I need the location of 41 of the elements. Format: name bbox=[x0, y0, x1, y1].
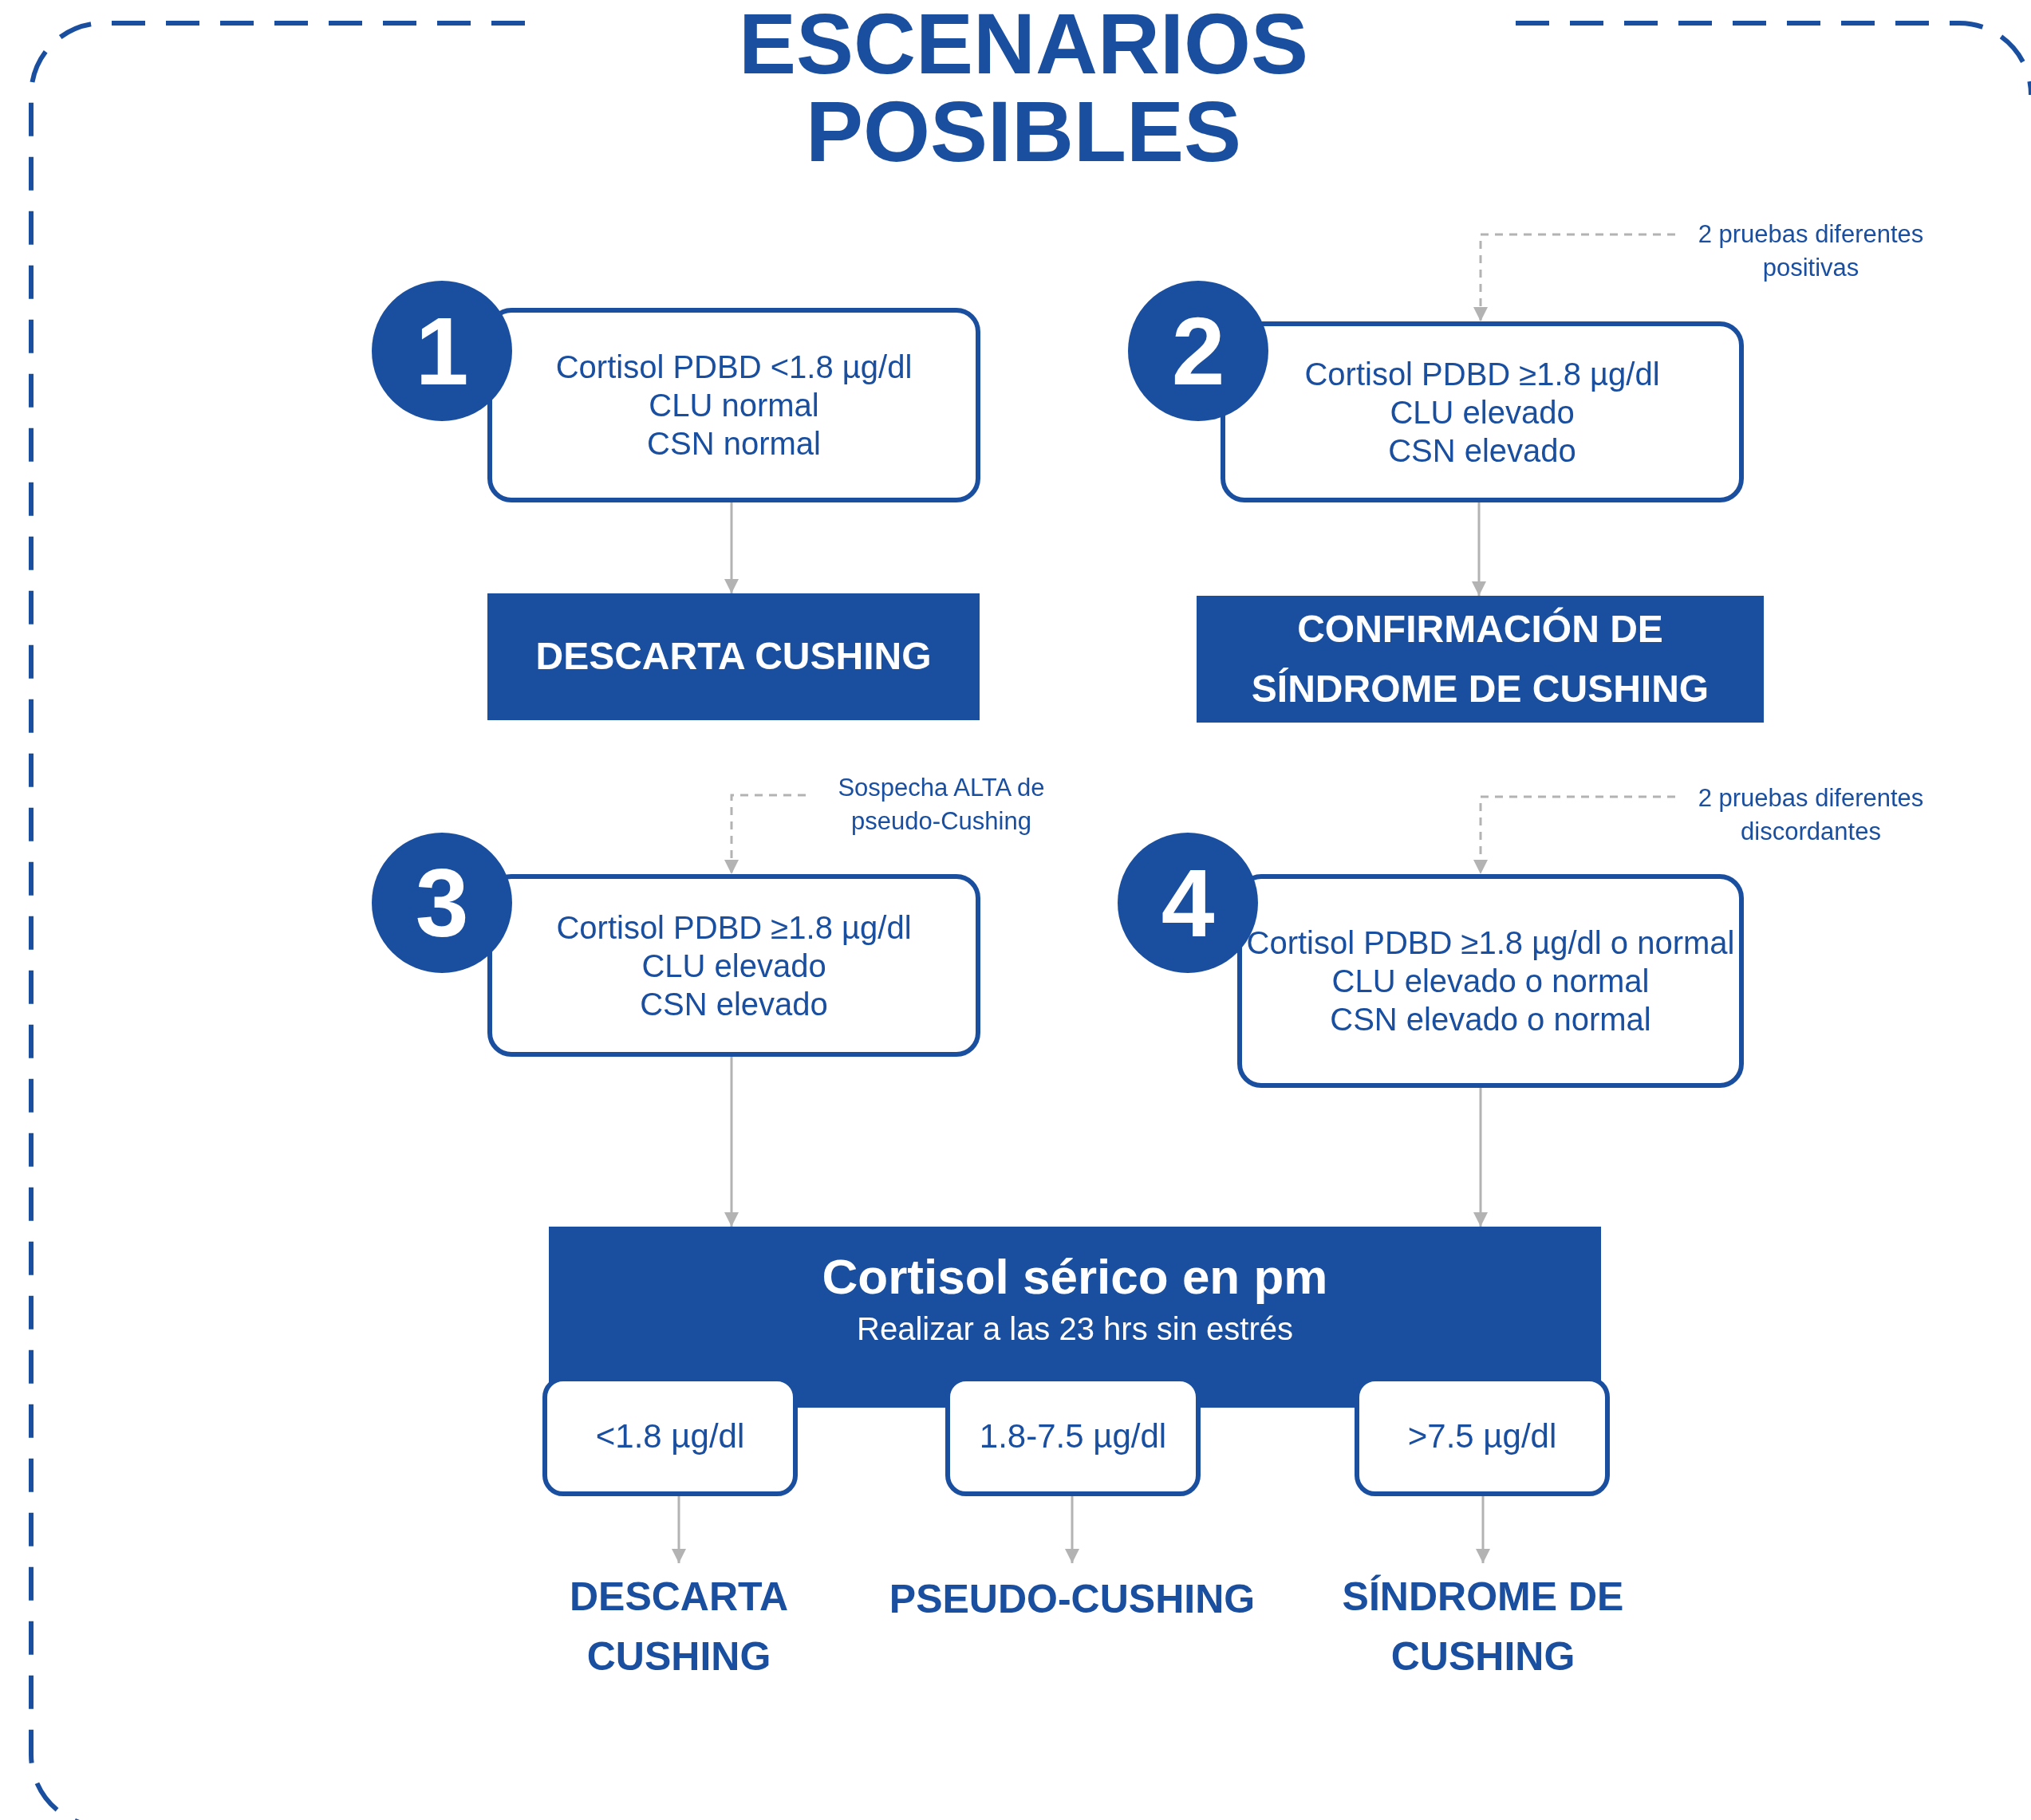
arrow bbox=[672, 1496, 686, 1563]
box-text: Cortisol PDBD ≥1.8 µg/dl bbox=[556, 908, 912, 947]
arrow bbox=[1472, 502, 1486, 596]
step-number: 2 bbox=[1171, 297, 1225, 406]
box-text: CLU normal bbox=[649, 387, 819, 424]
dashed-arrow bbox=[1473, 795, 1675, 874]
process-box bbox=[487, 874, 980, 1057]
dashed-arrow bbox=[724, 794, 806, 874]
note-text: 2 pruebas diferentes positivas bbox=[1675, 214, 1946, 289]
arrow bbox=[724, 1057, 739, 1227]
step-number: 3 bbox=[415, 849, 469, 958]
process-box bbox=[487, 308, 980, 502]
title: ESCENARIOS POSIBLES bbox=[737, 0, 1310, 176]
box-text: CLU elevado bbox=[641, 947, 826, 985]
box-text: Cortisol PDBD ≥1.8 µg/dl o normal bbox=[1246, 924, 1735, 962]
step-number: 1 bbox=[415, 297, 469, 406]
note-text: 2 pruebas diferentes discordantes bbox=[1675, 778, 1946, 853]
box-text: CSN elevado bbox=[1388, 431, 1576, 470]
box-text: CSN normal bbox=[647, 425, 821, 463]
result-text: DESCARTA CUSHING bbox=[559, 1563, 799, 1691]
box-text: Cortisol PDBD ≥1.8 µg/dl bbox=[1304, 355, 1660, 393]
result-text: PSEUDO-CUSHING bbox=[865, 1563, 1280, 1635]
arrow bbox=[1473, 1088, 1488, 1227]
step-number: 4 bbox=[1161, 849, 1215, 958]
box-text: CSN elevado o normal bbox=[1330, 1001, 1651, 1038]
box-text: CLU elevado bbox=[1390, 393, 1575, 431]
arrow bbox=[724, 502, 739, 593]
box-text: Cortisol PDBD <1.8 µg/dl bbox=[555, 349, 913, 386]
result-banner: DESCARTA CUSHING bbox=[487, 593, 980, 720]
banner-text: Realizar a las 23 hrs sin estrés bbox=[857, 1310, 1293, 1349]
process-box bbox=[1237, 874, 1744, 1088]
arrow bbox=[1065, 1496, 1079, 1563]
banner-text: Cortisol sérico en pm bbox=[822, 1248, 1328, 1306]
dashed-arrow bbox=[1473, 233, 1675, 321]
arrow bbox=[1476, 1496, 1490, 1563]
result-banner: CONFIRMACIÓN DE SÍNDROME DE CUSHING bbox=[1197, 596, 1764, 723]
box-text: CSN elevado bbox=[640, 985, 828, 1023]
result-text: SÍNDROME DE CUSHING bbox=[1319, 1563, 1646, 1691]
note-text: Sospecha ALTA de pseudo-Cushing bbox=[806, 767, 1077, 842]
box-text: CLU elevado o normal bbox=[1331, 963, 1650, 1000]
process-box bbox=[1221, 321, 1744, 502]
